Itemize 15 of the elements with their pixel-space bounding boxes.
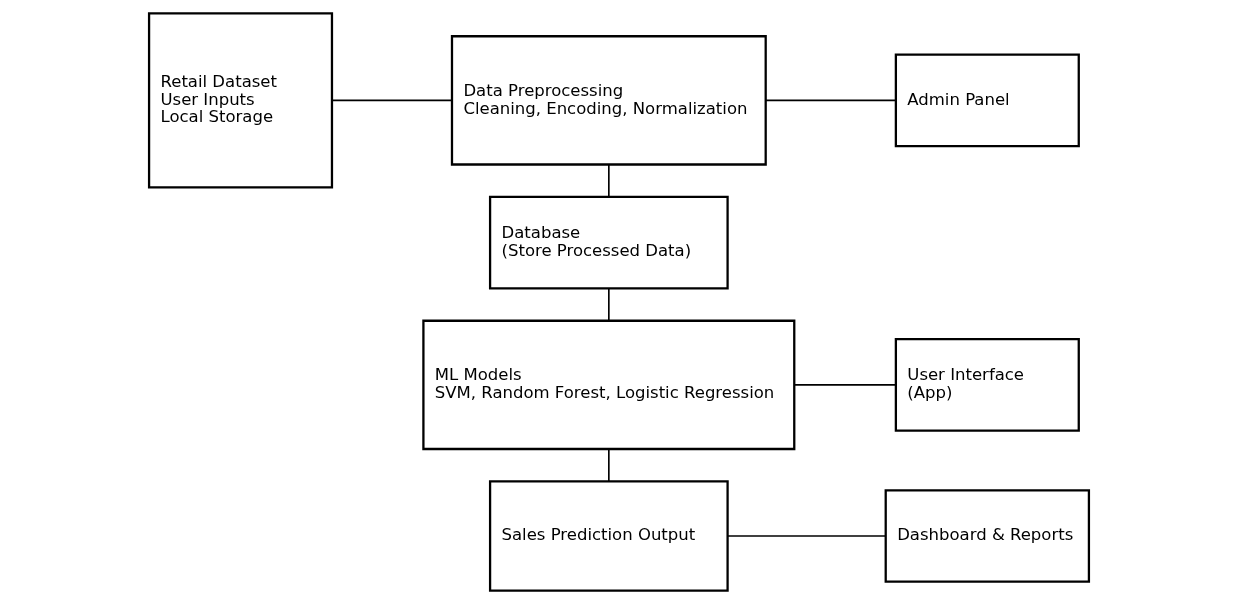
- connector: [764, 99, 897, 102]
- connector: [727, 535, 887, 537]
- node-box: Retail Dataset User Inputs Local Storage: [147, 12, 334, 189]
- connector: [608, 163, 610, 198]
- node-box: ML Models SVM, Random Forest, Logistic Regression: [422, 319, 796, 451]
- node-box: Sales Prediction Output: [488, 480, 729, 592]
- node-box: User Interface (App): [894, 338, 1080, 432]
- node-box: Data Preprocessing Cleaning, Encoding, Normalization: [450, 35, 767, 166]
- connector: [793, 384, 897, 386]
- node-box: Database (Store Processed Data): [488, 195, 729, 290]
- node-box: Admin Panel: [894, 53, 1080, 148]
- connector: [608, 288, 610, 322]
- node-box: Dashboard & Reports: [884, 489, 1091, 583]
- connector: [608, 448, 610, 482]
- connector: [331, 99, 453, 102]
